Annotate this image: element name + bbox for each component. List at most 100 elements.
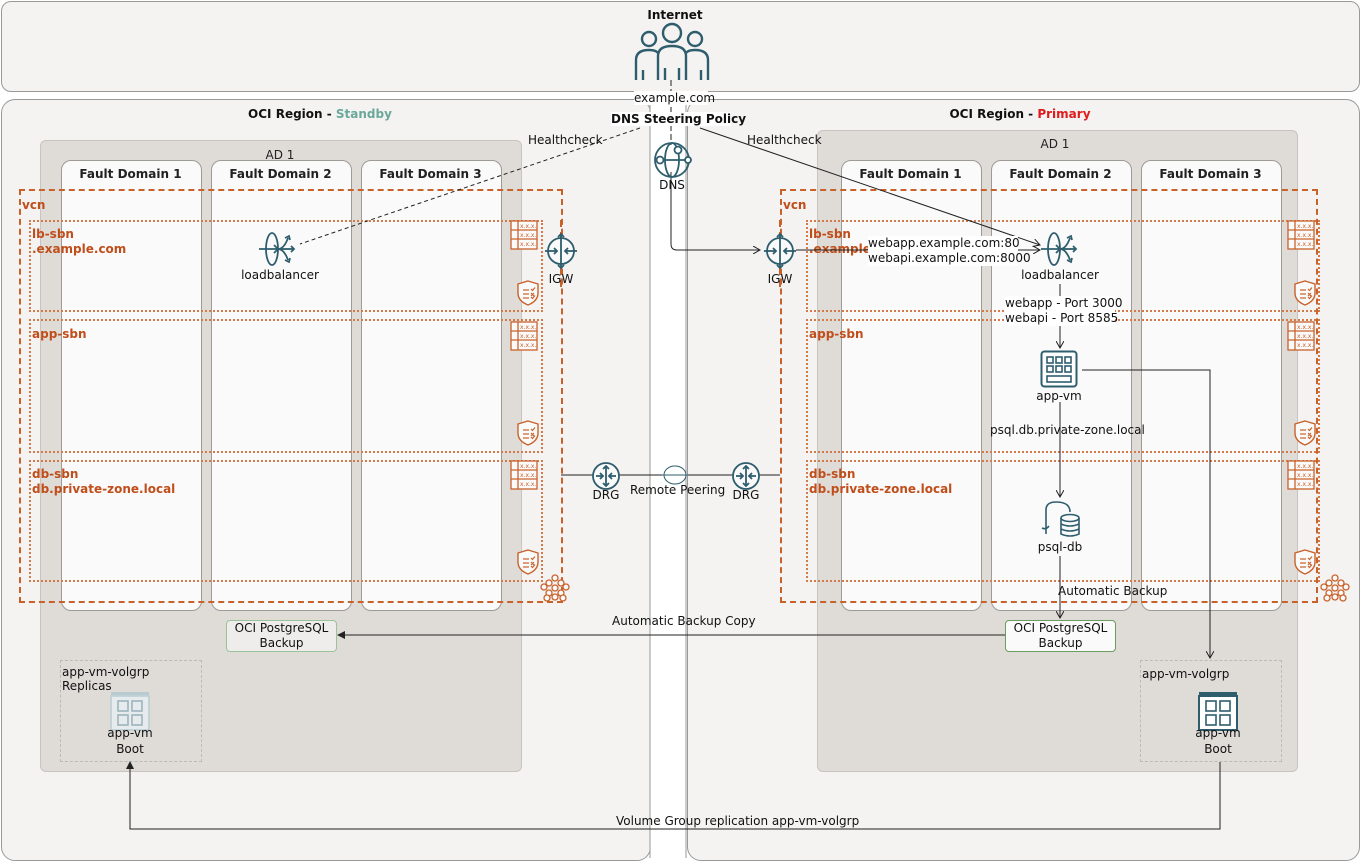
region-primary-title: OCI Region - Primary xyxy=(900,107,1140,121)
backup-label: OCI PostgreSQL xyxy=(1013,621,1108,635)
igw-icon-primary xyxy=(763,232,797,273)
boot-volume-icon-standby xyxy=(110,692,150,731)
db-label: psql-db xyxy=(1037,540,1083,554)
svg-text:x.x.x.: x.x.x. xyxy=(1297,223,1313,230)
automatic-backup-label: Automatic Backup xyxy=(1058,584,1168,598)
svg-text:x.x.x.: x.x.x. xyxy=(520,333,536,340)
lb-subnet-standby xyxy=(29,220,543,312)
compute-vm-icon xyxy=(1040,350,1078,388)
svg-text:x.x.x.: x.x.x. xyxy=(1297,333,1313,340)
subnet-domain: db.private-zone.local xyxy=(809,482,953,496)
vcn-label-primary: vcn xyxy=(783,198,807,212)
subnet-domain: db.private-zone.local xyxy=(32,482,176,496)
healthcheck-label-standby: Healthcheck xyxy=(528,133,603,147)
security-list-icon-primary xyxy=(1293,280,1317,310)
igw-label: IGW xyxy=(767,272,793,286)
svg-text:x.x.x.: x.x.x. xyxy=(1297,342,1313,349)
remote-peering-icon xyxy=(662,465,688,485)
region-name-standby: Standby xyxy=(335,107,392,121)
fault-domain-1-standby xyxy=(61,160,202,611)
db-subnet-standby xyxy=(29,460,543,582)
route-table-icon-primary: x.x.x. x.x.x. x.x.x. xyxy=(1287,321,1315,355)
volgrp-primary xyxy=(1140,660,1282,762)
lb-subnet-label-standby: lb-sbn.example.com xyxy=(32,227,126,257)
volume-replication-label: Volume Group replication app-vm-volgrp xyxy=(616,814,860,828)
route-table-icon-standby: x.x.x. x.x.x. x.x.x. xyxy=(510,321,538,355)
backup-copy-label: Automatic Backup Copy xyxy=(612,614,756,628)
fault-domain-label: Fault Domain 1 xyxy=(79,167,182,181)
boot-volume-icon-primary xyxy=(1198,692,1238,731)
svg-text:x.x.x.: x.x.x. xyxy=(1297,241,1313,248)
igw-label: IGW xyxy=(548,272,574,286)
volgrp-sub: Replicas xyxy=(62,679,112,693)
route-table-icon-standby: x.x.x. x.x.x. x.x.x. xyxy=(510,220,538,254)
db-subnet-primary xyxy=(806,460,1320,582)
backup-label: Backup xyxy=(1038,636,1083,650)
drg-icon-standby xyxy=(591,461,621,495)
dns-label: DNS xyxy=(659,178,685,192)
svg-text:x.x.x.: x.x.x. xyxy=(1297,472,1313,479)
db-dns-label: psql.db.private-zone.local xyxy=(990,423,1145,437)
svg-text:x.x.x.: x.x.x. xyxy=(1297,481,1313,488)
security-list-icon-standby xyxy=(516,549,540,579)
svg-text:x.x.x.: x.x.x. xyxy=(1297,324,1313,331)
healthcheck-label-primary: Healthcheck xyxy=(747,133,822,147)
svg-text:x.x.x.: x.x.x. xyxy=(520,463,536,470)
route-table-icon-primary: x.x.x. x.x.x. x.x.x. xyxy=(1287,220,1315,254)
route-table-icon-primary: x.x.x. x.x.x. x.x.x. xyxy=(1287,460,1315,494)
volgrp-name: app-vm-volgrp xyxy=(62,665,150,679)
vm-label: app-vm xyxy=(1195,726,1241,740)
vcn-primary xyxy=(780,189,1318,603)
security-list-icon-standby xyxy=(516,420,540,450)
fault-domain-label: Fault Domain 3 xyxy=(1159,167,1262,181)
remote-peering-label: Remote Peering xyxy=(630,483,726,497)
region-prefix: OCI Region - xyxy=(248,107,336,121)
loadbalancer-standby xyxy=(258,230,298,272)
backup-label: Backup xyxy=(259,636,304,650)
drg-label: DRG xyxy=(592,488,620,502)
dns-steering-policy-label: DNS Steering Policy xyxy=(611,112,747,126)
users-icon xyxy=(634,22,710,80)
app-vm-label: app-vm xyxy=(1036,389,1082,403)
internet-domain-label: example.com xyxy=(634,91,716,105)
boot-label: Boot xyxy=(116,742,144,756)
vcn-label-standby: vcn xyxy=(22,198,46,212)
svg-text:x.x.x.: x.x.x. xyxy=(1297,463,1313,470)
fault-domain-label: Fault Domain 2 xyxy=(229,167,332,181)
app-subnet-label-standby: app-sbn xyxy=(32,327,87,341)
svg-text:x.x.x.: x.x.x. xyxy=(520,342,536,349)
svg-text:x.x.x.: x.x.x. xyxy=(520,232,536,239)
fault-domain-label: Fault Domain 1 xyxy=(859,167,962,181)
backend-1: webapp - Port 3000 xyxy=(1005,296,1123,310)
fault-domain-label: Fault Domain 2 xyxy=(1009,167,1112,181)
svg-text:x.x.x.: x.x.x. xyxy=(1297,232,1313,239)
dns-icon xyxy=(654,142,692,178)
svg-text:x.x.x.: x.x.x. xyxy=(520,481,536,488)
backend-2: webapi - Port 8585 xyxy=(1005,311,1119,325)
loadbalancer-label: loadbalancer xyxy=(241,268,319,282)
svg-text:x.x.x.: x.x.x. xyxy=(520,223,536,230)
svg-text:x.x.x.: x.x.x. xyxy=(520,472,536,479)
route-table-icon-standby: x.x.x. x.x.x. x.x.x. xyxy=(510,460,538,494)
igw-icon-standby xyxy=(544,232,578,273)
subnet-domain: .example.c xyxy=(809,242,883,256)
postgresql-db-icon xyxy=(1041,501,1080,537)
drg-icon-primary xyxy=(731,461,761,495)
svg-text:x.x.x.: x.x.x. xyxy=(520,241,536,248)
backup-label: OCI PostgreSQL xyxy=(234,621,329,635)
internet-title: Internet xyxy=(647,8,703,22)
vcn-standby xyxy=(19,189,563,603)
security-list-icon-primary xyxy=(1293,420,1317,450)
security-list-icon-standby xyxy=(516,280,540,310)
fault-domain-label: Fault Domain 3 xyxy=(379,167,482,181)
svg-text:x.x.x.: x.x.x. xyxy=(520,324,536,331)
region-prefix: OCI Region - xyxy=(949,107,1038,121)
